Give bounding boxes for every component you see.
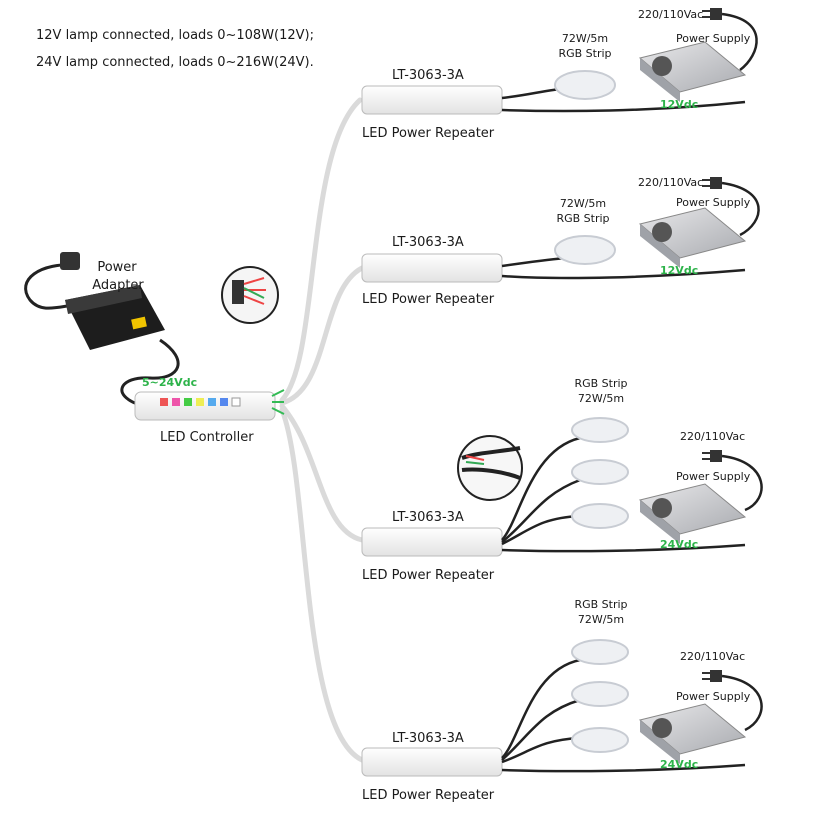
- strip-2-line-2: RGB Strip: [556, 212, 610, 225]
- strip-3-line-1: RGB Strip: [574, 377, 628, 390]
- supply-2-label: Power Supply: [676, 196, 751, 209]
- supply-4-label: Power Supply: [676, 690, 751, 703]
- supply-2-dc: 12Vdc: [660, 264, 699, 277]
- power-adapter: [24, 252, 180, 407]
- supply-1-label: Power Supply: [676, 32, 751, 45]
- repeater-1-label: LED Power Repeater: [362, 126, 495, 141]
- supply-4-ac: 220/110Vac: [680, 650, 746, 663]
- supply-2-ac: 220/110Vac: [638, 176, 704, 189]
- controller-label: LED Controller: [160, 430, 254, 445]
- repeater-box-2: [361, 253, 503, 283]
- repeater-2-label: LED Power Repeater: [362, 292, 495, 307]
- repeater-4-model: LT-3063-3A: [392, 731, 464, 746]
- strip-4-line-1: RGB Strip: [574, 598, 628, 611]
- adapter-voltage: 5~24Vdc: [142, 376, 198, 389]
- supply-4-dc: 24Vdc: [660, 758, 699, 771]
- supply-1-dc: 12Vdc: [660, 98, 699, 111]
- strip-1-line-2: RGB Strip: [558, 47, 612, 60]
- strip-1-line-1: 72W/5m: [561, 32, 609, 45]
- adapter-label-line-1: Power: [97, 260, 137, 275]
- wire-detail-inset-2: [457, 435, 523, 501]
- led-controller: [134, 389, 285, 421]
- wire-detail-inset-1: [221, 266, 279, 324]
- repeater-box-4: [361, 747, 503, 777]
- supply-3-ac: 220/110Vac: [680, 430, 746, 443]
- repeater-1-model: LT-3063-3A: [392, 68, 464, 83]
- repeater-box-3: [361, 527, 503, 557]
- plug-icons: [702, 8, 722, 682]
- supply-3-label: Power Supply: [676, 470, 751, 483]
- power-supply-units: [638, 41, 747, 764]
- strip-4-line-2: 72W/5m: [577, 613, 625, 626]
- repeater-2-model: LT-3063-3A: [392, 235, 464, 250]
- signal-wires: [279, 97, 365, 763]
- repeater-3-label: LED Power Repeater: [362, 568, 495, 583]
- note-line-2: 24V lamp connected, loads 0~216W(24V).: [36, 55, 314, 70]
- strip-3-line-2: 72W/5m: [577, 392, 625, 405]
- strip-reels: [554, 70, 629, 753]
- repeater-3-model: LT-3063-3A: [392, 510, 464, 525]
- strip-2-line-1: 72W/5m: [559, 197, 607, 210]
- adapter-label-line-2: Adapter: [92, 278, 144, 293]
- note-line-1: 12V lamp connected, loads 0~108W(12V);: [36, 28, 315, 43]
- supply-3-dc: 24Vdc: [660, 538, 699, 551]
- supply-1-ac: 220/110Vac: [638, 8, 704, 21]
- repeater-box-1: [361, 85, 503, 115]
- repeater-4-label: LED Power Repeater: [362, 788, 495, 803]
